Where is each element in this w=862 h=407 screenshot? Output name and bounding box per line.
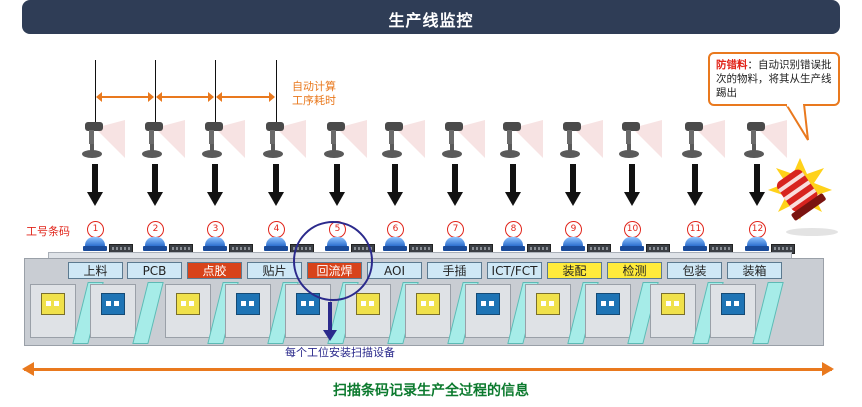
station-lamp-icon xyxy=(501,237,525,251)
station-number: 9 xyxy=(565,221,582,238)
alarm-light-icon xyxy=(768,158,838,236)
station-label: 装箱 xyxy=(727,262,782,279)
timing-arrow xyxy=(156,92,214,102)
station-number: 4 xyxy=(268,221,285,238)
callout-tail xyxy=(784,104,809,141)
timing-marker-line xyxy=(95,60,96,122)
machine-module xyxy=(465,284,511,338)
machine-module xyxy=(525,284,571,338)
station-number: 3 xyxy=(207,221,224,238)
station-lamp-icon xyxy=(683,237,707,251)
barcode-scanner-icon xyxy=(560,120,603,158)
station-lamp-icon xyxy=(745,237,769,251)
station-number: 8 xyxy=(505,221,522,238)
auto-calc-line2: 工序耗时 xyxy=(292,94,336,107)
scan-direction-arrow xyxy=(624,164,640,208)
station-lamp-icon xyxy=(383,237,407,251)
barcode-scanner-icon xyxy=(142,120,185,158)
station-lamp-icon xyxy=(143,237,167,251)
timing-marker-line xyxy=(276,60,277,122)
station-label: PCB xyxy=(127,262,182,279)
scan-direction-arrow xyxy=(268,164,284,208)
station-label: 检测 xyxy=(607,262,662,279)
station-lamp-icon xyxy=(83,237,107,251)
machine-module xyxy=(585,284,631,338)
machine-module xyxy=(405,284,451,338)
timing-arrow xyxy=(96,92,154,102)
station-label: 手插 xyxy=(427,262,482,279)
station-label: 贴片 xyxy=(247,262,302,279)
callout-text: ：自动识别错误批次的物料，将其从生产线踢出 xyxy=(716,59,832,99)
scan-direction-arrow xyxy=(387,164,403,208)
scan-direction-arrow xyxy=(565,164,581,208)
station-lamp-icon xyxy=(561,237,585,251)
footer-caption: 扫描条码记录生产全过程的信息 xyxy=(333,383,529,399)
timing-marker-line xyxy=(155,60,156,122)
auto-calc-note: 自动计算 工序耗时 xyxy=(292,80,336,108)
station-label: 上料 xyxy=(68,262,123,279)
station-number: 11 xyxy=(687,221,704,238)
station-number: 10 xyxy=(624,221,641,238)
barcode-scanner-icon xyxy=(500,120,543,158)
focus-circle xyxy=(293,221,373,301)
barcode-scanner-icon xyxy=(619,120,662,158)
timing-arrow xyxy=(216,92,275,102)
barcode-scanner-icon xyxy=(324,120,367,158)
barcode-scanner-icon xyxy=(82,120,125,158)
station-lamp-icon xyxy=(264,237,288,251)
scan-direction-arrow xyxy=(687,164,703,208)
page-title: 生产线监控 xyxy=(388,11,474,30)
barcode-scanner-icon xyxy=(382,120,425,158)
station-number: 6 xyxy=(387,221,404,238)
process-span-arrow xyxy=(22,362,834,376)
station-label: ICT/FCT xyxy=(487,262,542,279)
scan-direction-arrow xyxy=(505,164,521,208)
station-number: 12 xyxy=(749,221,766,238)
scan-direction-arrow xyxy=(147,164,163,208)
barcode-scanner-icon xyxy=(442,120,485,158)
focus-arrow-head xyxy=(323,330,337,341)
station-lamp-icon xyxy=(443,237,467,251)
station-number: 2 xyxy=(147,221,164,238)
scan-direction-arrow xyxy=(329,164,345,208)
header-bar: 生产线监控 xyxy=(22,0,840,34)
machine-module xyxy=(710,284,756,338)
scan-device-note: 每个工位安装扫描设备 xyxy=(285,346,395,359)
station-lamp-icon xyxy=(203,237,227,251)
station-label: 装配 xyxy=(547,262,602,279)
machine-module xyxy=(225,284,271,338)
barcode-scanner-icon xyxy=(682,120,725,158)
station-number: 1 xyxy=(87,221,104,238)
callout-highlight: 防错料 xyxy=(716,59,748,71)
machine-module xyxy=(30,284,76,338)
error-proofing-callout: 防错料：自动识别错误批次的物料，将其从生产线踢出 xyxy=(708,52,840,106)
scan-direction-arrow xyxy=(749,164,765,208)
station-number: 7 xyxy=(447,221,464,238)
station-label: 点胶 xyxy=(187,262,242,279)
scan-direction-arrow xyxy=(207,164,223,208)
machine-module xyxy=(90,284,136,338)
focus-arrow xyxy=(328,302,332,332)
timing-marker-line xyxy=(215,60,216,122)
machine-module xyxy=(165,284,211,338)
machine-module xyxy=(650,284,696,338)
barcode-scanner-icon xyxy=(202,120,245,158)
barcode-scanner-icon xyxy=(744,120,787,158)
station-label: AOI xyxy=(367,262,422,279)
station-lamp-icon xyxy=(620,237,644,251)
barcode-scanner-icon xyxy=(263,120,306,158)
worker-barcode-label: 工号条码 xyxy=(26,225,70,238)
station-label: 包装 xyxy=(667,262,722,279)
scan-direction-arrow xyxy=(447,164,463,208)
auto-calc-line1: 自动计算 xyxy=(292,80,336,93)
scan-direction-arrow xyxy=(87,164,103,208)
